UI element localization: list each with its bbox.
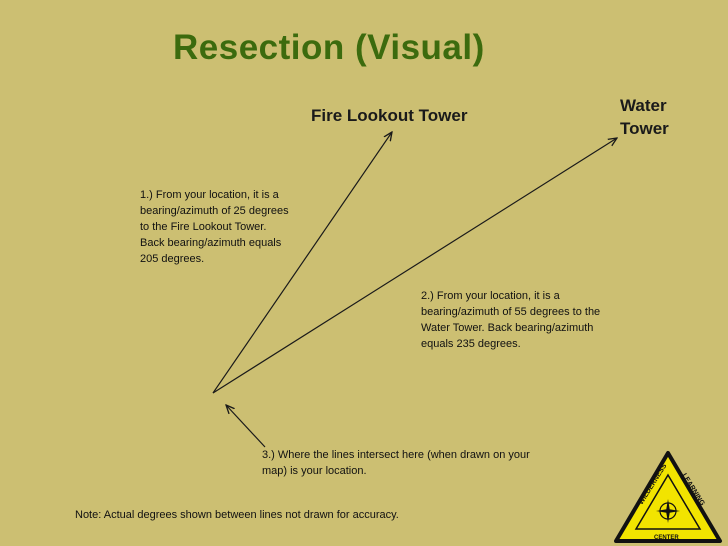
step3-note: 3.) Where the lines intersect here (when…	[262, 449, 530, 477]
compass-star-icon	[656, 499, 680, 523]
water-tower-bearing-line	[212, 138, 617, 394]
intersection-pointer-arrow	[226, 405, 266, 448]
logo-text-center: CENTER	[654, 535, 679, 541]
logo-inner-triangle	[634, 473, 702, 530]
step2-note: 2.) From your location, it is a bearing/…	[421, 290, 601, 350]
accuracy-footnote: Note: Actual degrees shown between lines…	[75, 509, 399, 521]
wilderness-learning-center-logo: WILDERNESS LEARNING CENTER	[614, 451, 722, 543]
page-title: Resection (Visual)	[173, 28, 485, 67]
water-tower-label-line1: Water	[620, 96, 667, 115]
fire-tower-label: Fire Lookout Tower	[311, 106, 468, 125]
logo-triangle	[614, 451, 722, 543]
water-tower-label: Water Tower	[620, 94, 669, 140]
step1-note: 1.) From your location, it is a bearing/…	[140, 189, 289, 265]
water-tower-label-line2: Tower	[620, 119, 669, 138]
fire-tower-bearing-line	[212, 132, 392, 394]
